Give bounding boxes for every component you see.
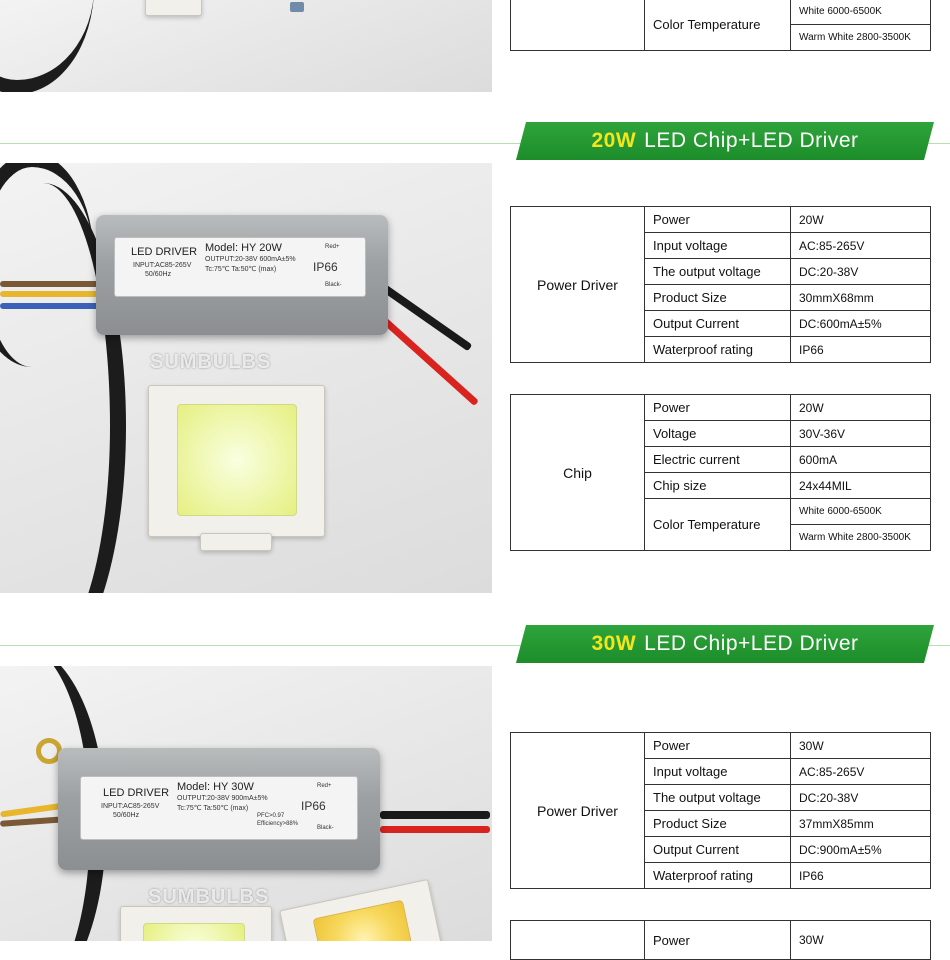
- driver-pfc: PFC>0.97: [257, 813, 285, 819]
- spec-label: Chip size: [644, 472, 791, 499]
- spec-label: Waterproof rating: [644, 336, 791, 363]
- spec-value: 30W: [790, 920, 931, 960]
- spec-value: 37mmX85mm: [790, 810, 931, 837]
- spec-value: Warm White 2800-3500K: [790, 24, 931, 51]
- spec-label: Power: [644, 206, 791, 233]
- spec-value: White 6000-6500K: [790, 498, 931, 525]
- spec-value: White 6000-6500K: [790, 0, 931, 25]
- product-photo-20w: LED DRIVER Model: HY 20W INPUT:AC85-265V…: [0, 163, 492, 593]
- watermark: SUMBULBS: [150, 351, 272, 373]
- spec-value: 20W: [790, 394, 931, 421]
- driver-brand: LED DRIVER: [103, 787, 170, 799]
- driver-input: INPUT:AC85-265V: [133, 262, 192, 269]
- spec-value: 24x44MIL: [790, 472, 931, 499]
- driver-output: OUTPUT:20-38V 900mA±5%: [177, 795, 268, 802]
- led-chip-warm-image: [279, 878, 443, 941]
- spec-label: Product Size: [644, 810, 791, 837]
- spec-value: DC:600mA±5%: [790, 310, 931, 337]
- spec-label: The output voltage: [644, 784, 791, 811]
- banner-watt: 30W: [591, 632, 637, 655]
- power-driver-spec-table-30w: Power Driver Power 30W Input voltage AC:…: [510, 732, 931, 889]
- led-driver-image: LED DRIVER Model: HY 20W INPUT:AC85-265V…: [96, 215, 388, 335]
- chip-spec-table-30w: Power 30W: [510, 920, 931, 960]
- spec-label: Output Current: [644, 836, 791, 863]
- led-chip-image: [120, 906, 272, 941]
- spec-group-label: Chip: [510, 394, 645, 551]
- driver-black: Black-: [325, 282, 342, 288]
- driver-red: Red+: [317, 783, 332, 789]
- driver-model: Model: HY 20W: [205, 242, 282, 254]
- spec-group-label: Power Driver: [510, 206, 645, 363]
- driver-input: INPUT:AC85-265V: [101, 803, 160, 810]
- driver-ip: IP66: [313, 260, 338, 274]
- spec-label: Power: [644, 394, 791, 421]
- spec-value: 30mmX68mm: [790, 284, 931, 311]
- section-divider: [0, 143, 950, 144]
- banner-title: LED Chip+LED Driver: [644, 632, 859, 655]
- led-driver-image: LED DRIVER Model: HY 30W INPUT:AC85-265V…: [58, 748, 380, 870]
- driver-black: Black-: [317, 825, 334, 831]
- spec-value: 20W: [790, 206, 931, 233]
- spec-label: Input voltage: [644, 232, 791, 259]
- spec-label: Output Current: [644, 310, 791, 337]
- driver-hz: 50/60Hz: [113, 812, 140, 819]
- spec-value: IP66: [790, 862, 931, 889]
- spec-value: AC:85-265V: [790, 758, 931, 785]
- driver-efficiency: Efficiency>88%: [257, 821, 299, 827]
- driver-model: Model: HY 30W: [177, 781, 254, 793]
- led-chip-image: [148, 385, 325, 537]
- driver-label: LED DRIVER Model: HY 30W INPUT:AC85-265V…: [80, 776, 358, 840]
- spec-value: 30V-36V: [790, 420, 931, 447]
- spec-group-label: Power Driver: [510, 732, 645, 889]
- driver-red: Red+: [325, 244, 340, 250]
- spec-value: AC:85-265V: [790, 232, 931, 259]
- spec-value: Warm White 2800-3500K: [790, 524, 931, 551]
- driver-hz: 50/60Hz: [145, 271, 172, 278]
- driver-brand: LED DRIVER: [131, 246, 198, 258]
- product-photo-30w: LED DRIVER Model: HY 30W INPUT:AC85-265V…: [0, 666, 492, 941]
- spec-label: Power: [644, 732, 791, 759]
- driver-temps: Tc:75℃ Ta:50℃ (max): [205, 266, 277, 273]
- driver-output: OUTPUT:20-38V 600mA±5%: [205, 256, 296, 263]
- banner-title: LED Chip+LED Driver: [644, 129, 859, 152]
- section-divider: [0, 645, 950, 646]
- power-driver-spec-table-20w: Power Driver Power 20W Input voltage AC:…: [510, 206, 931, 363]
- chip-spec-table-tail: Color Temperature White 6000-6500K Warm …: [510, 0, 931, 51]
- driver-temps: Tc:75℃ Ta:50℃ (max): [177, 805, 249, 812]
- spec-label: Power: [644, 920, 791, 960]
- spec-label: Waterproof rating: [644, 862, 791, 889]
- product-photo-top: [0, 0, 492, 92]
- spec-label: Electric current: [644, 446, 791, 473]
- chip-spec-table-20w: Chip Power 20W Voltage 30V-36V Electric …: [510, 394, 931, 551]
- spec-value: 600mA: [790, 446, 931, 473]
- spec-value: 30W: [790, 732, 931, 759]
- spec-label: Product Size: [644, 284, 791, 311]
- watermark: SUMBULBS: [148, 886, 270, 908]
- spec-value: DC:20-38V: [790, 258, 931, 285]
- driver-label: LED DRIVER Model: HY 20W INPUT:AC85-265V…: [114, 237, 366, 297]
- spec-label: Color Temperature: [644, 0, 791, 51]
- spec-label: Color Temperature: [644, 498, 791, 551]
- spec-value: IP66: [790, 336, 931, 363]
- spec-label: Voltage: [644, 420, 791, 447]
- driver-ip: IP66: [301, 799, 326, 813]
- spec-value: DC:900mA±5%: [790, 836, 931, 863]
- spec-label: The output voltage: [644, 258, 791, 285]
- banner-watt: 20W: [591, 129, 637, 152]
- spec-label: Input voltage: [644, 758, 791, 785]
- spec-value: DC:20-38V: [790, 784, 931, 811]
- section-banner-30w: 30W LED Chip+LED Driver: [516, 625, 934, 663]
- section-banner-20w: 20W LED Chip+LED Driver: [516, 122, 934, 160]
